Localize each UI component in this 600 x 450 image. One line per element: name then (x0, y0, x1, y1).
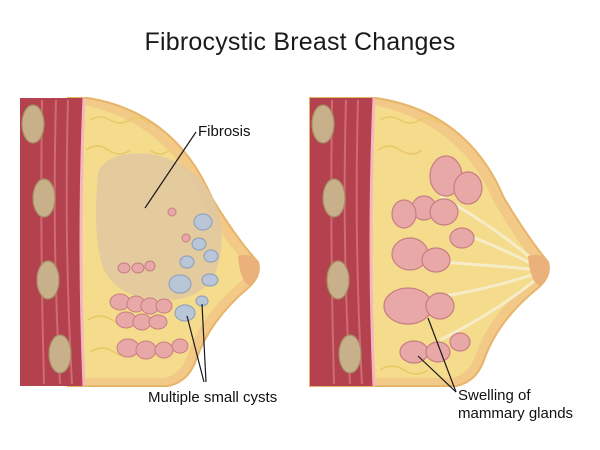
cysts-leader-2 (201, 303, 207, 383)
left-breast-illustration (20, 97, 260, 387)
right-nipple (528, 254, 549, 286)
fibrosis-leader (144, 131, 197, 209)
left-nipple (238, 254, 259, 286)
fibrosis-label: Fibrosis (198, 123, 251, 140)
right-glands (383, 155, 483, 364)
right-fat-lobules (377, 116, 441, 375)
right-breast-illustration (309, 97, 550, 387)
swelling-leader-1 (427, 317, 457, 393)
page-title: Fibrocystic Breast Changes (144, 28, 456, 56)
right-ribs (311, 104, 362, 374)
left-ribs (21, 104, 72, 374)
swelling-label-line1: Swelling of (458, 387, 531, 404)
cysts-label: Multiple small cysts (148, 389, 278, 406)
left-cysts (168, 213, 219, 322)
left-glands (109, 207, 191, 360)
swelling-label: Swelling of mammary glands (458, 387, 573, 423)
leader-lines (144, 131, 457, 393)
swelling-leader-2 (417, 355, 457, 393)
cysts-leader-1 (186, 315, 205, 383)
swelling-label-line2: mammary glands (458, 405, 574, 422)
